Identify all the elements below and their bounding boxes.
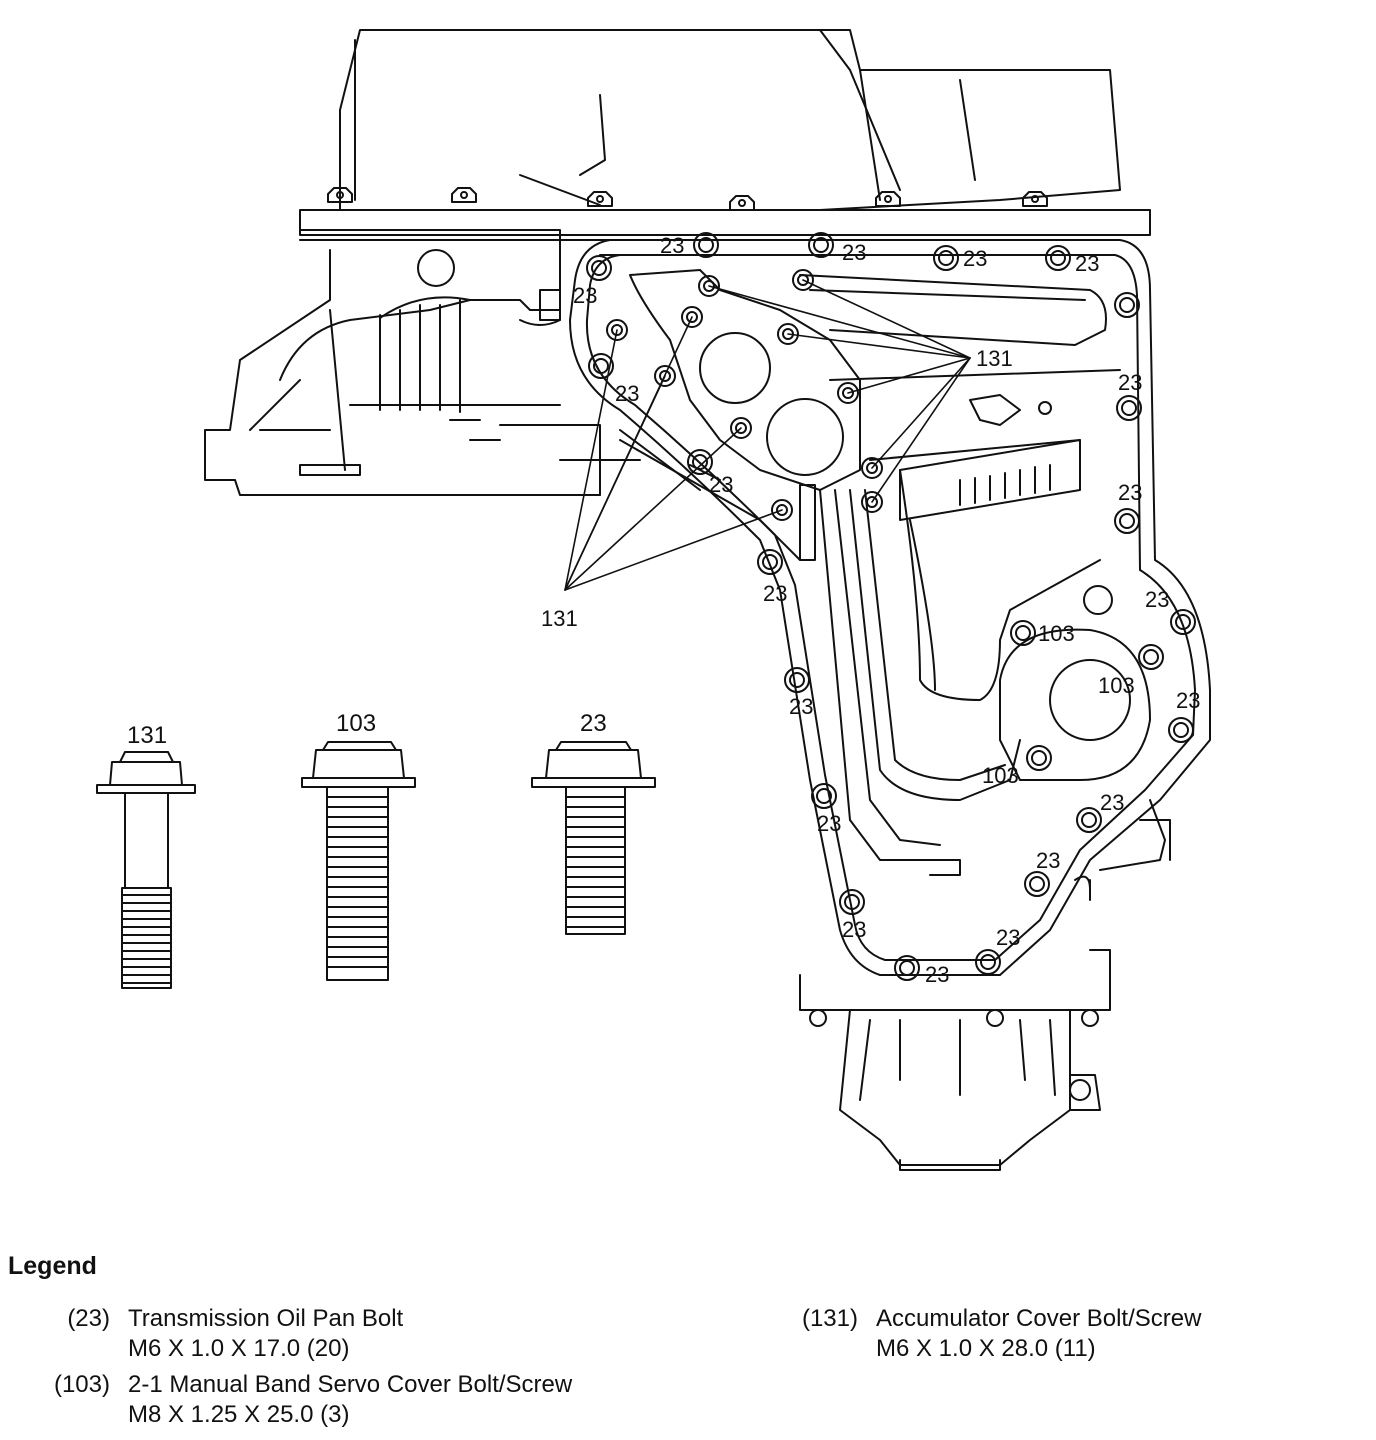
pan-bolt-marker [1024,871,1050,897]
legend-description: 2-1 Manual Band Servo Cover Bolt/Screw M… [128,1370,572,1430]
pan-bolt-marker [894,955,920,981]
bolt-illustration-labels: 131 103 23 [127,710,607,749]
pan-bolt-marker [1114,292,1140,318]
legend-spec: M6 X 1.0 X 17.0 (20) [128,1335,350,1362]
bolt-label-131: 131 [127,722,167,749]
callout-labels: 23 23 23 23 23 23 23 23 23 23 23 23 23 2… [541,233,1200,987]
pan-bolt-marker [757,549,783,575]
pan-bolt-marker [808,232,834,258]
callout-23: 23 [996,925,1020,950]
legend-name: 2-1 Manual Band Servo Cover Bolt/Screw [128,1371,573,1398]
servo-bolt-marker [1138,644,1164,670]
accumulator-bolt-marker [681,306,703,328]
oil-pan-bolt-markers [586,232,1196,981]
callout-23: 23 [1118,370,1142,395]
accumulator-bolt-marker [861,457,883,479]
callout-23: 23 [925,962,949,987]
callout-23: 23 [763,581,787,606]
accumulator-leader-lines [564,279,971,591]
pan-bolt-marker [586,255,612,281]
callout-23: 23 [1145,587,1169,612]
pan-bolt-marker [933,245,959,271]
pan-bolt-marker [839,889,865,915]
pan-bolt-marker [975,949,1001,975]
pan-bolt-marker [784,667,810,693]
callout-23: 23 [615,381,639,406]
flange-bolt [729,195,755,211]
pan-bolt-marker [1116,395,1142,421]
callout-103: 103 [982,763,1019,788]
pan-bolt-marker [693,232,719,258]
pan-bolt-marker [1076,807,1102,833]
accumulator-cover-bolt-markers [606,269,883,521]
pan-bolt-marker [588,353,614,379]
servo-cover-bolt-markers [1010,620,1164,771]
transmission-case-top [299,29,1151,241]
bolt-illustration-131 [96,751,196,989]
callout-23: 23 [1176,688,1200,713]
servo-bolt-marker [1010,620,1036,646]
accumulator-bolt-marker [730,417,752,439]
transmission-case-left [204,229,641,496]
callout-23: 23 [709,472,733,497]
transmission-bolt-location-diagram: 23 23 23 23 23 23 23 23 23 23 23 23 23 2… [96,29,1211,1171]
legend-code: (131) [801,1305,858,1332]
callout-131: 131 [976,346,1013,371]
callout-23: 23 [789,694,813,719]
flange-bolt [587,191,613,207]
legend-description: Accumulator Cover Bolt/Screw M6 X 1.0 X … [876,1304,1201,1364]
callout-23: 23 [817,811,841,836]
legend-code: (103) [53,1371,110,1398]
pan-bolt-marker [1170,609,1196,635]
pan-bolt-marker [1168,717,1194,743]
legend-code: (23) [67,1305,110,1332]
bolt-illustration-23 [531,741,656,935]
callout-103: 103 [1098,673,1135,698]
accumulator-bolt-marker [861,491,883,513]
legend-description: Transmission Oil Pan Bolt M6 X 1.0 X 17.… [128,1304,403,1364]
callout-23: 23 [1036,848,1060,873]
legend-spec: M8 X 1.25 X 25.0 (3) [128,1401,350,1428]
legend: Legend (23) Transmission Oil Pan Bolt M6… [0,1240,1376,1440]
callout-23: 23 [1075,251,1099,276]
flange-bolt [327,187,353,203]
pan-bolt-marker [1114,508,1140,534]
bolt-label-103: 103 [336,710,376,737]
callout-23: 23 [1100,790,1124,815]
accumulator-bolt-marker [698,275,720,297]
flange-bolt [875,191,901,207]
legend-entry-103: (103) 2-1 Manual Band Servo Cover Bolt/S… [0,1370,700,1432]
callout-23: 23 [842,917,866,942]
callout-23: 23 [660,233,684,258]
accumulator-bolt-marker [654,365,676,387]
flange-bolt [1022,191,1048,207]
legend-title: Legend [8,1252,97,1280]
callout-23: 23 [842,240,866,265]
callout-131: 131 [541,606,578,631]
accumulator-bolt-marker [771,499,793,521]
callout-23: 23 [573,283,597,308]
legend-spec: M6 X 1.0 X 28.0 (11) [876,1335,1096,1362]
bolt-label-23: 23 [580,710,607,737]
callout-103: 103 [1038,621,1075,646]
pan-bolt-marker [811,783,837,809]
pan-bolt-marker [1045,245,1071,271]
pan-internal-features [619,269,1151,876]
legend-entry-131: (131) Accumulator Cover Bolt/Screw M6 X … [748,1304,1368,1366]
legend-entry-23: (23) Transmission Oil Pan Bolt M6 X 1.0 … [0,1304,700,1366]
flange-bolt [451,187,477,203]
case-flange-bolts [327,187,1048,211]
oil-pan [569,239,1211,1171]
accumulator-bolt-marker [792,269,814,291]
callout-23: 23 [963,246,987,271]
accumulator-bolt-marker [606,319,628,341]
pan-bolt-marker [687,449,713,475]
servo-bolt-marker [1026,745,1052,771]
bolt-illustration-103 [301,741,416,981]
accumulator-bolt-marker [837,382,859,404]
legend-name: Accumulator Cover Bolt/Screw [876,1305,1202,1332]
callout-23: 23 [1118,480,1142,505]
legend-name: Transmission Oil Pan Bolt [128,1305,404,1332]
